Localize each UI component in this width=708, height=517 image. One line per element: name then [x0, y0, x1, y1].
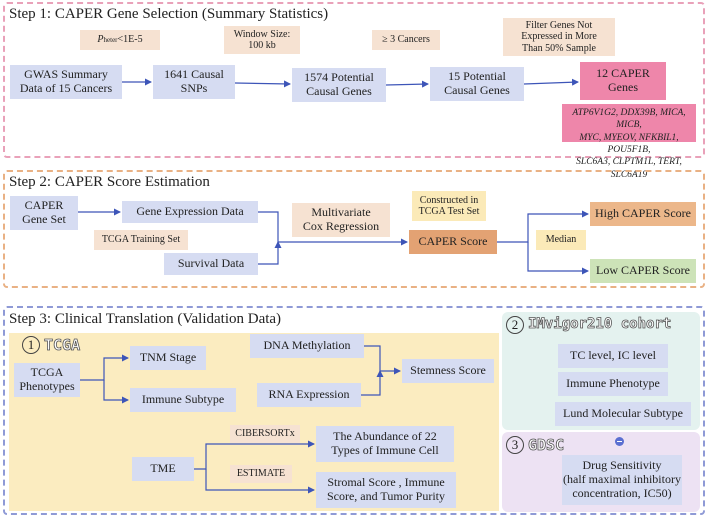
potential-15-box: 15 Potential Causal Genes	[430, 67, 524, 101]
imvigor-number-badge: 2	[506, 316, 524, 334]
gene-expression-box: Gene Expression Data	[122, 201, 258, 223]
gdsc-label: GDSC	[528, 436, 565, 455]
tnm-stage-box: TNM Stage	[130, 346, 206, 370]
estimate-note: ESTIMATE	[230, 465, 292, 483]
drug-sensitivity-box: Drug Sensitivity (half maximal inhibitor…	[562, 455, 682, 505]
potential-1574-box: 1574 Potential Causal Genes	[292, 68, 386, 102]
step1-panel	[3, 2, 705, 158]
tcga-phenotypes-box: TCGA Phenotypes	[14, 363, 80, 397]
step1-title: Step 1: CAPER Gene Selection (Summary St…	[9, 6, 329, 22]
pvalue-p: P	[97, 34, 104, 46]
minus-icon	[615, 437, 624, 446]
tcga-label: TCGA	[44, 336, 81, 355]
immune-phenotype-box: Immune Phenotype	[558, 372, 668, 396]
pvalue-sub: heter	[103, 35, 118, 44]
cibersortx-note: CIBERSORTx	[230, 425, 300, 443]
tc-ic-level-box: TC level, IC level	[558, 344, 668, 368]
immune-cell-abundance-box: The Abundance of 22 Types of Immune Cell	[316, 426, 454, 462]
tcga-test-note: Constructed in TCGA Test Set	[412, 191, 486, 221]
high-caper-score-box: High CAPER Score	[590, 202, 696, 226]
imvigor-label: IMvigor210 cohort	[528, 316, 672, 333]
step2-title: Step 2: CAPER Score Estimation	[9, 174, 210, 190]
lund-subtype-box: Lund Molecular Subtype	[555, 402, 691, 426]
tcga-number-badge: 1	[22, 336, 40, 354]
caper-gene-list: ATP6V1G2, DDX39B, MICA, MICB, MYC, MYEOV…	[562, 104, 696, 180]
step3-title: Step 3: Clinical Translation (Validation…	[9, 311, 282, 327]
rna-expression-box: RNA Expression	[257, 383, 361, 407]
survival-data-box: Survival Data	[164, 253, 258, 275]
median-note: Median	[536, 230, 586, 250]
stromal-score-box: Stromal Score , Immune Score, and Tumor …	[316, 472, 456, 508]
low-caper-score-box: Low CAPER Score	[590, 259, 696, 283]
cox-regression-box: Multivariate Cox Regression	[292, 203, 390, 237]
dna-methylation-box: DNA Methylation	[250, 334, 364, 358]
window-size-note: Window Size: 100 kb	[224, 26, 300, 54]
cancers-note: ≥ 3 Cancers	[372, 30, 440, 50]
caper-gene-set-box: CAPER Gene Set	[10, 196, 78, 230]
caper-score-box: CAPER Score	[409, 230, 497, 254]
step3-panel	[3, 306, 705, 515]
gwas-summary-box: GWAS Summary Data of 15 Cancers	[10, 65, 122, 99]
caper-12-genes-box: 12 CAPER Genes	[580, 62, 666, 100]
pvalue-threshold: <1E-5	[117, 34, 143, 46]
causal-snps-box: 1641 Causal SNPs	[153, 65, 235, 99]
filter-genes-note: Filter Genes Not Expressed in More Than …	[503, 18, 615, 56]
stemness-score-box: Stemness Score	[402, 359, 494, 383]
step2-panel	[3, 170, 705, 288]
gdsc-number-badge: 3	[506, 436, 524, 454]
tme-box: TME	[132, 457, 194, 481]
immune-subtype-box: Immune Subtype	[130, 388, 236, 412]
tcga-training-note: TCGA Training Set	[94, 230, 188, 250]
